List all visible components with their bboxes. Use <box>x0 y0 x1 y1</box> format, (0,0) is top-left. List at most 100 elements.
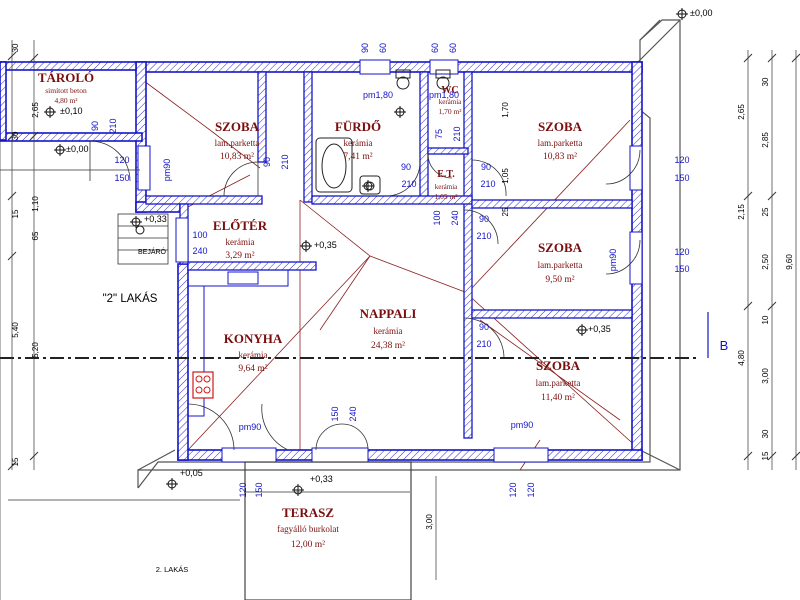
svg-text:210: 210 <box>480 179 495 189</box>
section-marker-b: B <box>720 338 729 353</box>
svg-text:90: 90 <box>401 162 411 172</box>
room-name: SZOBA <box>215 119 260 134</box>
svg-text:90: 90 <box>481 162 491 172</box>
svg-text:2,65: 2,65 <box>737 104 746 120</box>
room-area: 7,41 m² <box>343 152 372 162</box>
room-name: SZOBA <box>538 119 583 134</box>
svg-text:120: 120 <box>114 155 129 165</box>
room-label-szoba-2: SZOBA lam.parketta 10,83 m² <box>538 119 583 162</box>
svg-text:2,85: 2,85 <box>761 132 770 148</box>
level-entry-left: ±0,00 <box>66 144 88 154</box>
dimension-lines <box>0 40 797 600</box>
apartment-label: "2" LAKÁS <box>103 292 158 305</box>
svg-text:pm90: pm90 <box>511 420 534 430</box>
room-name: FÜRDŐ <box>335 119 381 134</box>
level-entry: +0,33 <box>144 214 167 224</box>
svg-text:2,65: 2,65 <box>31 102 40 118</box>
room-label-szoba-1: SZOBA lam.parketta 10,83 m² <box>215 119 260 162</box>
room-finish: fagyálló burkolat <box>277 524 339 534</box>
svg-text:4,80: 4,80 <box>737 350 746 366</box>
svg-text:90: 90 <box>262 157 272 167</box>
room-area: 11,40 m² <box>541 393 575 403</box>
entry-label: BEJÁRÓ <box>138 247 167 256</box>
svg-text:210: 210 <box>476 339 491 349</box>
svg-text:210: 210 <box>452 126 462 141</box>
room-area: 1,05 m² <box>434 192 458 201</box>
room-name: KONYHA <box>224 331 283 346</box>
svg-text:90: 90 <box>479 322 489 332</box>
room-finish: lam.parketta <box>538 138 583 148</box>
room-name: E.T. <box>437 169 455 180</box>
svg-text:2,50: 2,50 <box>761 254 770 270</box>
room-area: 9,64 m² <box>238 364 267 374</box>
svg-text:210: 210 <box>476 231 491 241</box>
svg-text:90: 90 <box>360 43 370 53</box>
room-area: 10,83 m² <box>220 152 254 162</box>
dimension-ticks <box>7 51 800 471</box>
room-label-furdo: FÜRDŐ kerámia 7,41 m² <box>335 119 381 162</box>
svg-text:210: 210 <box>280 154 290 169</box>
room-label-konyha: KONYHA kerámia 9,64 m² <box>224 331 283 374</box>
roof-outline <box>137 19 681 489</box>
svg-text:pm1,80: pm1,80 <box>429 90 459 100</box>
svg-text:60: 60 <box>430 43 440 53</box>
svg-text:3,00: 3,00 <box>761 368 770 384</box>
svg-text:1,70: 1,70 <box>501 102 510 118</box>
room-finish: kerámia <box>226 237 255 247</box>
svg-text:1,10: 1,10 <box>31 196 40 212</box>
door-swings <box>89 140 641 451</box>
svg-text:150: 150 <box>674 264 689 274</box>
apartment-footer-label: 2. LAKÁS <box>156 565 189 574</box>
svg-text:240: 240 <box>348 406 358 421</box>
svg-text:150: 150 <box>674 173 689 183</box>
room-area: 24,38 m² <box>371 341 405 351</box>
level-texts: ±0,00 ±0,10 ±0,00 +0,33 +0,35 +0,35 +0,0… <box>60 8 712 484</box>
stove-icon <box>192 371 214 399</box>
room-name: ELŐTÉR <box>213 218 268 233</box>
room-finish: lam.parketta <box>215 138 260 148</box>
room-finish: kerámia <box>435 183 458 191</box>
svg-text:pm90: pm90 <box>608 249 618 272</box>
level-terrace-left: +0,05 <box>180 468 203 478</box>
svg-text:1,05: 1,05 <box>501 168 510 184</box>
room-finish: lam.parketta <box>538 260 583 270</box>
room-label-szoba-4: SZOBA lam.parketta 11,40 m² <box>536 358 581 403</box>
svg-text:120: 120 <box>508 482 518 497</box>
svg-text:10: 10 <box>761 315 770 324</box>
svg-text:90: 90 <box>90 121 100 131</box>
room-label-szoba-3: SZOBA lam.parketta 9,50 m² <box>538 240 583 285</box>
level-ridge: ±0,00 <box>690 8 712 18</box>
svg-text:150: 150 <box>330 406 340 421</box>
room-label-eloter: ELŐTÉR kerámia 3,29 m² <box>213 218 268 261</box>
svg-text:150: 150 <box>254 482 264 497</box>
room-finish: kerámia <box>374 326 403 336</box>
svg-text:9,60: 9,60 <box>785 254 794 270</box>
svg-text:60: 60 <box>448 43 458 53</box>
terrace-outline <box>244 461 412 600</box>
svg-text:pm90: pm90 <box>239 422 262 432</box>
room-label-nappali: NAPPALI kerámia 24,38 m² <box>360 306 417 351</box>
room-finish: simított beton <box>45 86 87 95</box>
svg-text:15: 15 <box>761 451 770 460</box>
room-name: WC <box>441 85 458 96</box>
svg-text:pm90: pm90 <box>162 159 172 182</box>
room-label-terasz: TERASZ fagyálló burkolat 12,00 m² <box>277 505 339 550</box>
section-line <box>0 312 709 359</box>
room-finish: kerámia <box>344 138 373 148</box>
washbasin-icon <box>359 175 381 195</box>
svg-text:5,40: 5,40 <box>11 322 20 338</box>
dimension-texts: 30 2,65 30 1,10 15 65 5,40 5,20 15 1,70 … <box>11 43 794 530</box>
svg-text:150: 150 <box>114 173 129 183</box>
room-area: 12,00 m² <box>291 540 325 550</box>
svg-text:60: 60 <box>378 43 388 53</box>
svg-text:75: 75 <box>434 129 444 139</box>
room-finish: lam.parketta <box>536 378 581 388</box>
room-label-taroló: TÁROLÓ simított beton 4,80 m² <box>38 70 94 105</box>
svg-text:30: 30 <box>761 429 770 438</box>
room-name: TERASZ <box>282 505 334 520</box>
svg-text:100: 100 <box>192 230 207 240</box>
room-name: NAPPALI <box>360 306 417 321</box>
svg-text:210: 210 <box>401 179 416 189</box>
toilet-icon <box>395 69 451 90</box>
svg-text:240: 240 <box>192 246 207 256</box>
